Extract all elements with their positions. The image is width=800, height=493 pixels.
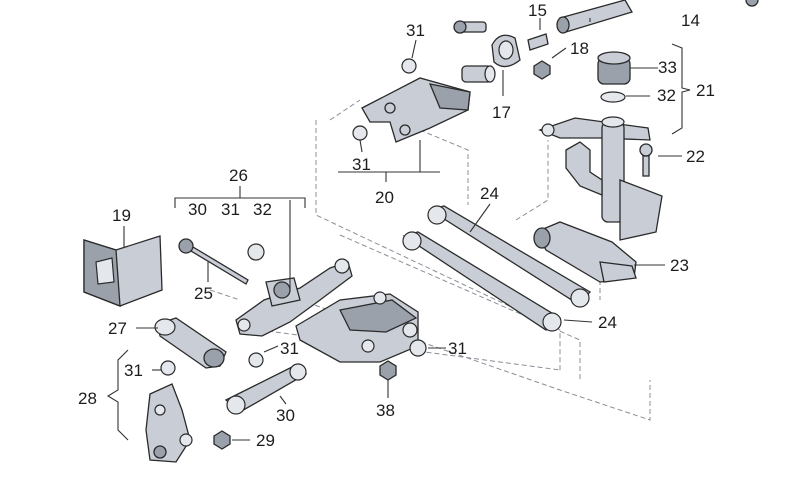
part-25-bolt (178, 238, 249, 285)
callout-33: 33 (658, 58, 677, 77)
part-30-link (224, 363, 308, 415)
part-28-lower-bracket (145, 360, 193, 463)
part-24-rods (402, 205, 592, 332)
part-38-nut (379, 360, 397, 381)
callout-25: 25 (194, 284, 213, 303)
callout-32-right: 32 (657, 86, 676, 105)
leader-lines (123, 18, 682, 441)
callout-23: 23 (670, 256, 689, 275)
part-14-shaft (556, 0, 759, 34)
callout-21: 21 (696, 81, 715, 100)
callout-31-brace: 31 (221, 200, 240, 219)
part-17-clevis (453, 20, 551, 80)
callout-labels: 14 15 17 18 31 33 32 21 22 31 20 24 23 2… (78, 1, 715, 450)
callout-29: 29 (256, 431, 275, 450)
callout-14: 14 (681, 11, 700, 30)
part-19-cover-plate (83, 235, 163, 307)
part-26-lever-housing (235, 243, 427, 368)
callout-24-lower: 24 (598, 313, 617, 332)
callout-17: 17 (492, 103, 511, 122)
part-20-bracket (352, 58, 496, 143)
part-29-nut (213, 430, 231, 450)
callout-18: 18 (570, 39, 589, 58)
callout-30-bottom: 30 (276, 406, 295, 425)
callout-20: 20 (375, 188, 394, 207)
callout-31-center: 31 (280, 339, 299, 358)
callout-38: 38 (376, 401, 395, 420)
callout-28: 28 (78, 389, 97, 408)
callout-31-mid: 31 (352, 155, 371, 174)
callout-31-right: 31 (448, 339, 467, 358)
brace-groups (106, 43, 691, 441)
callout-31-top: 31 (406, 21, 425, 40)
callout-15: 15 (528, 1, 547, 20)
callout-30-top: 30 (188, 200, 207, 219)
callout-27: 27 (108, 319, 127, 338)
callout-24-upper: 24 (480, 184, 499, 203)
callout-19: 19 (112, 206, 131, 225)
callout-26: 26 (229, 166, 248, 185)
callout-31-left: 31 (124, 361, 143, 380)
part-27-lever-arm (154, 317, 227, 369)
callout-22: 22 (686, 147, 705, 166)
part-21-mount-assembly (538, 51, 663, 241)
part-23-damper (533, 221, 637, 283)
callout-32-brace: 32 (253, 200, 272, 219)
